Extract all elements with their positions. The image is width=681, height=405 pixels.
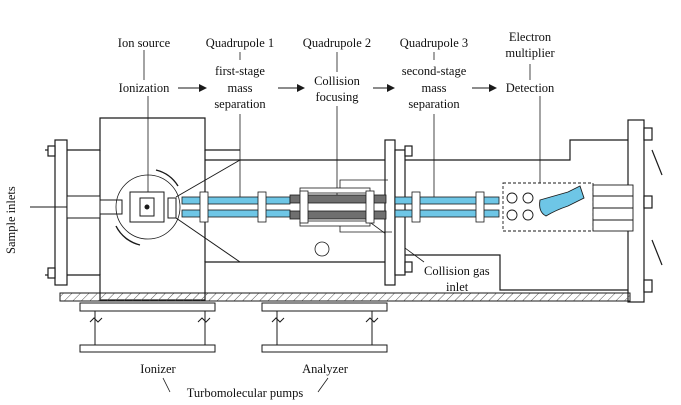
label-first-stage-3: separation <box>214 97 266 111</box>
label-detection: Detection <box>505 81 555 95</box>
label-second-stage-1: second-stage <box>401 64 467 78</box>
middle-flange <box>384 139 396 286</box>
label-first-stage-1: first-stage <box>215 64 265 78</box>
sample-inlet <box>30 195 123 219</box>
label-analyzer: Analyzer <box>302 362 348 376</box>
label-electron: Electron <box>508 30 552 44</box>
label-ionization: Ionization <box>118 81 170 95</box>
label-collision-gas: Collision gas <box>424 264 490 278</box>
label-ionizer: Ionizer <box>140 362 176 376</box>
bench <box>59 292 631 302</box>
label-quadrupole-3: Quadrupole 3 <box>399 36 469 50</box>
label-second-stage-2: mass <box>421 81 447 95</box>
label-quadrupole-2: Quadrupole 2 <box>302 36 372 50</box>
label-multiplier: multiplier <box>505 46 555 60</box>
label-second-stage-3: separation <box>408 97 460 111</box>
label-turbomolecular-pumps: Turbomolecular pumps <box>186 386 304 400</box>
left-flange <box>54 139 68 286</box>
electron-multiplier <box>502 182 634 232</box>
quadrupole-1 <box>181 191 291 223</box>
label-first-stage-2: mass <box>227 81 253 95</box>
turbomolecular-pump-ionizer <box>79 302 216 353</box>
label-sample-inlets: Sample inlets <box>4 186 18 254</box>
label-collision-gas-inlet: inlet <box>446 280 469 294</box>
quadrupole-2 <box>289 179 392 257</box>
label-collision: Collision <box>314 74 360 88</box>
label-ion-source: Ion source <box>117 36 171 50</box>
label-quadrupole-1: Quadrupole 1 <box>205 36 275 50</box>
label-focusing: focusing <box>315 90 359 104</box>
leader-lines <box>143 50 541 393</box>
ion-source <box>115 159 241 263</box>
turbomolecular-pump-analyzer <box>261 302 388 353</box>
quadrupole-3 <box>394 191 500 223</box>
